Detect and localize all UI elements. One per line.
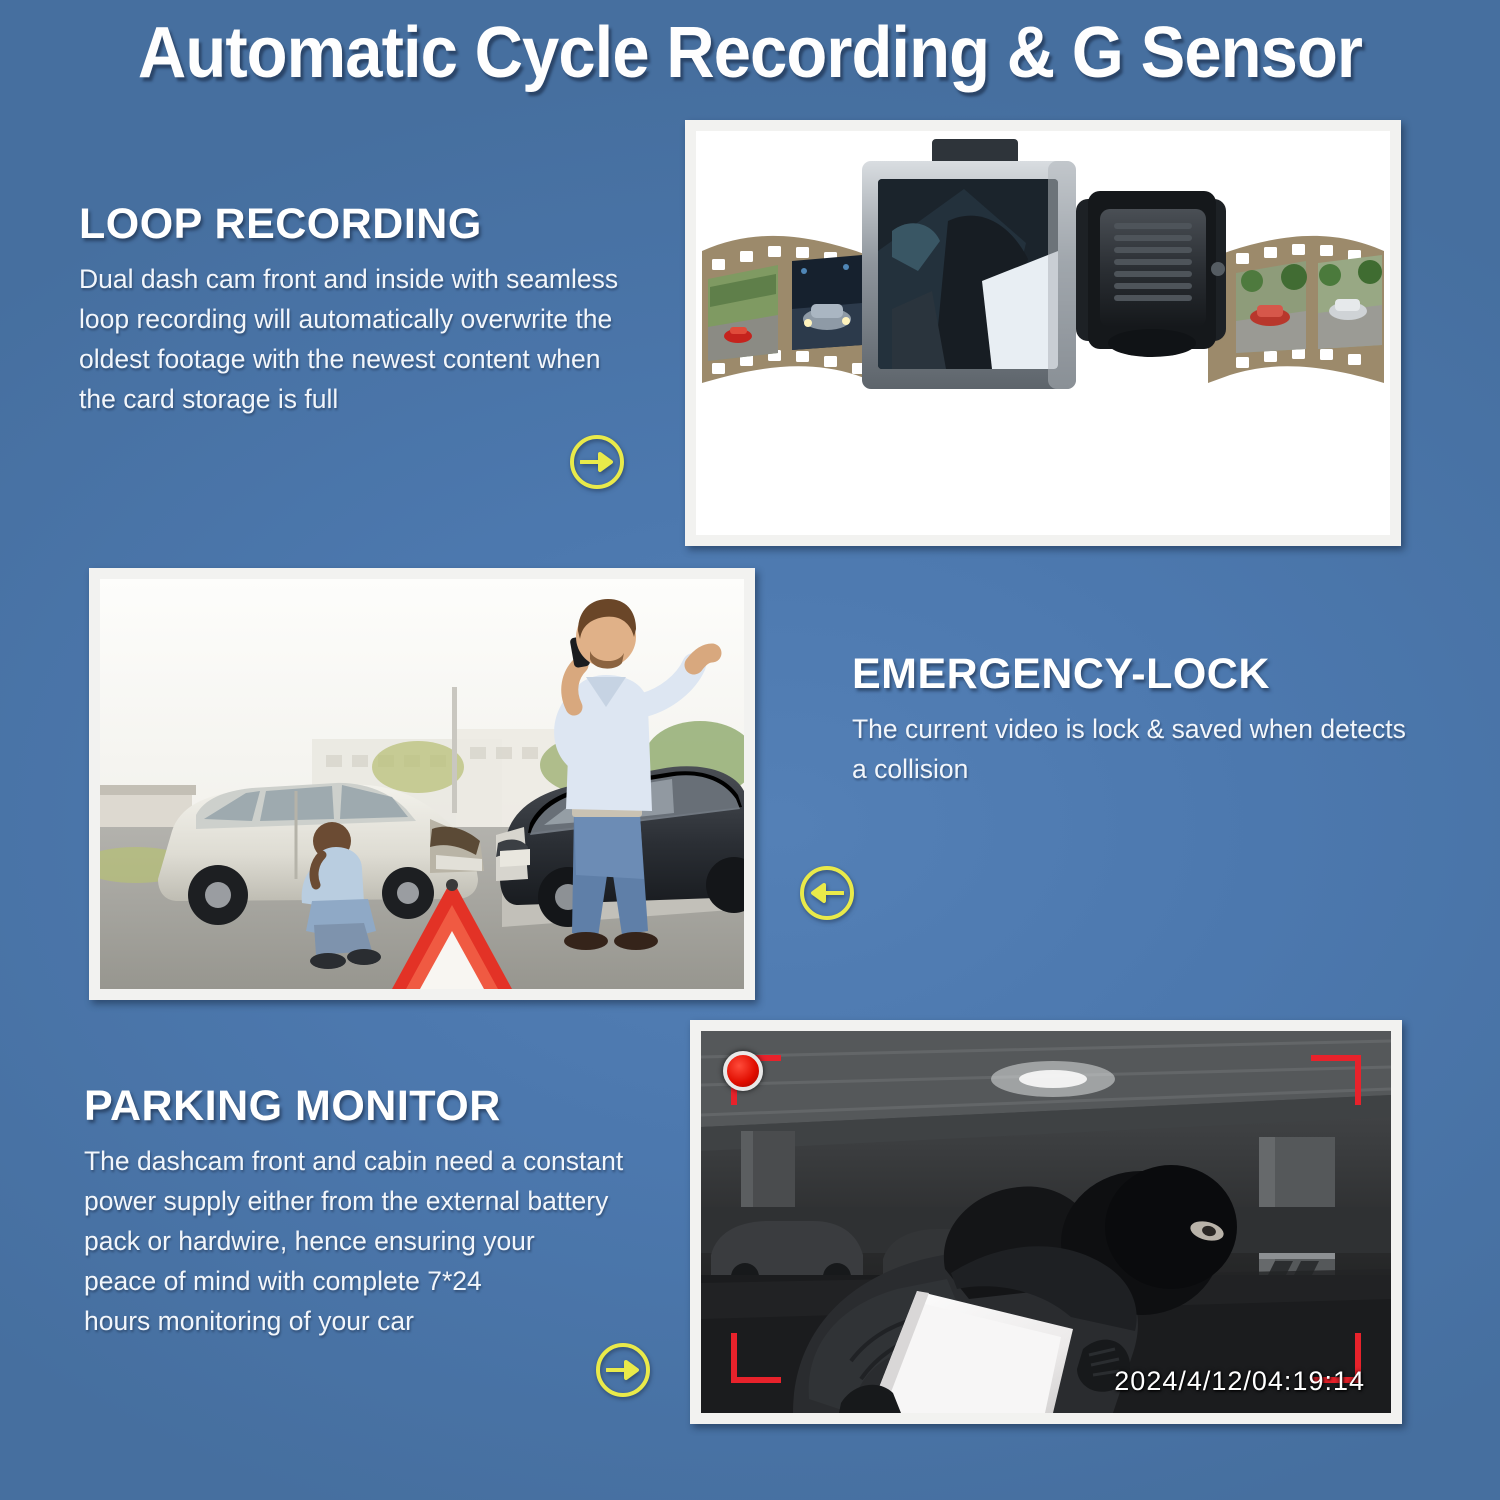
emergency-lock-heading: EMERGENCY-LOCK [852,650,1270,698]
body-line: oldest footage with the newest content w… [79,344,601,374]
arrow-left-icon[interactable] [800,866,854,920]
loop-recording-heading: LOOP RECORDING [79,200,482,248]
photo-frame-parking: 2024/4/12/04:19:14 [690,1020,1402,1424]
focus-bracket-top-right [1311,1055,1361,1105]
body-line: Dual dash cam front and inside with seam… [79,264,619,294]
body-line: a collision [852,754,969,784]
section-parking-monitor: PARKING MONITOR The dashcam front and ca… [84,1082,704,1341]
focus-bracket-bottom-right [1311,1333,1361,1383]
accident-photo [100,579,744,989]
dashcam-photo [696,131,1390,535]
body-line: The dashcam front and cabin need a const… [84,1146,624,1176]
body-line: loop recording will automatically overwr… [79,304,613,334]
body-line: power supply either from the external ba… [84,1186,609,1216]
loop-recording-body: Dual dash cam front and inside with seam… [79,259,679,419]
dashcam-rear-module [1076,191,1226,357]
parking-monitor-body: The dashcam front and cabin need a const… [84,1141,704,1341]
dashcam-illustration [696,131,1390,535]
arrow-right-glyph [580,452,613,472]
body-line: peace of mind with complete 7*24 [84,1266,482,1296]
video-timestamp: 2024/4/12/04:19:14 [1114,1366,1365,1396]
accident-illustration [100,579,744,989]
photo-frame-dashcam [685,120,1401,546]
emergency-lock-body: The current video is lock & saved when d… [852,709,1472,789]
body-line: The current video is lock & saved when d… [852,714,1406,744]
dashcam-body [862,139,1076,389]
record-dot-icon [723,1051,763,1091]
parking-photo: 2024/4/12/04:19:14 [701,1031,1391,1413]
photo-frame-accident [89,568,755,1000]
body-line: the card storage is full [79,384,339,414]
arrow-right-glyph [606,1360,639,1380]
page-title: Automatic Cycle Recording & G Sensor [137,13,1363,93]
section-emergency-lock: EMERGENCY-LOCK The current video is lock… [852,650,1472,789]
film-strip-right [1208,235,1384,383]
thief [793,1165,1237,1413]
warning-triangle [392,879,512,989]
arrow-right-icon[interactable] [570,435,624,489]
section-loop-recording: LOOP RECORDING Dual dash cam front and i… [79,200,679,419]
focus-bracket-bottom-left [731,1333,781,1383]
parking-monitor-heading: PARKING MONITOR [84,1082,501,1130]
body-line: hours monitoring of your car [84,1306,414,1336]
arrow-left-glyph [811,883,844,903]
body-line: pack or hardwire, hence ensuring your [84,1226,535,1256]
film-strip-left [702,235,878,383]
arrow-right-icon-parking[interactable] [596,1343,650,1397]
parking-illustration [701,1031,1391,1413]
person-on-phone [554,599,722,950]
person-sitting [301,822,381,969]
